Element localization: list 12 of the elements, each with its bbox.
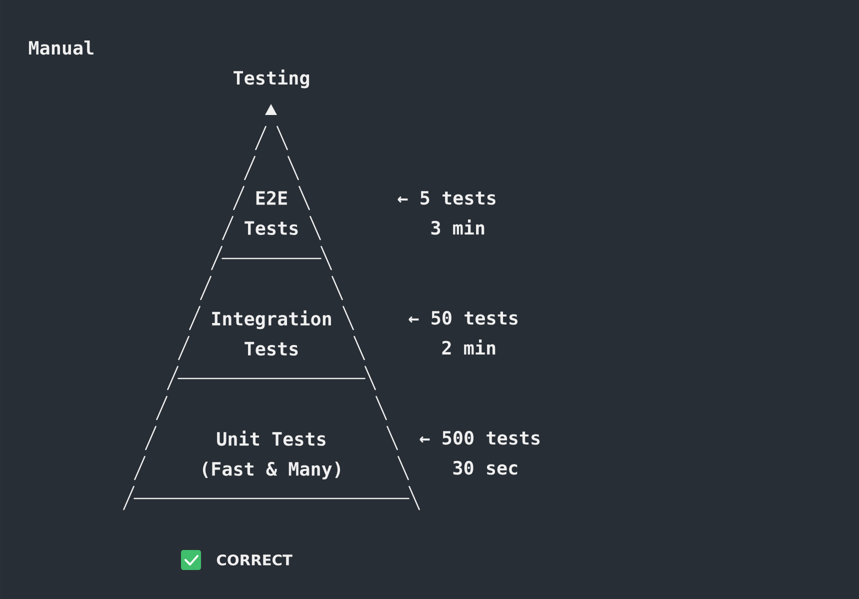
tier-label: Unit Tests (Fast & Many) xyxy=(202,430,340,480)
annotation: ← 5 tests xyxy=(398,191,496,205)
apex-label: Testing xyxy=(234,70,310,88)
tier-label: Integration Tests xyxy=(212,310,331,356)
annotation: 2 min xyxy=(442,340,496,354)
annotation: 30 sec xyxy=(453,460,518,475)
apex-label: Manual xyxy=(28,40,94,55)
annotation: ← 500 tests xyxy=(420,430,540,445)
annotation: ← 50 tests xyxy=(408,310,518,325)
tier-label: E2E Tests xyxy=(244,191,298,235)
status-text: CORRECT xyxy=(216,554,292,566)
annotation: 3 min xyxy=(431,220,484,235)
